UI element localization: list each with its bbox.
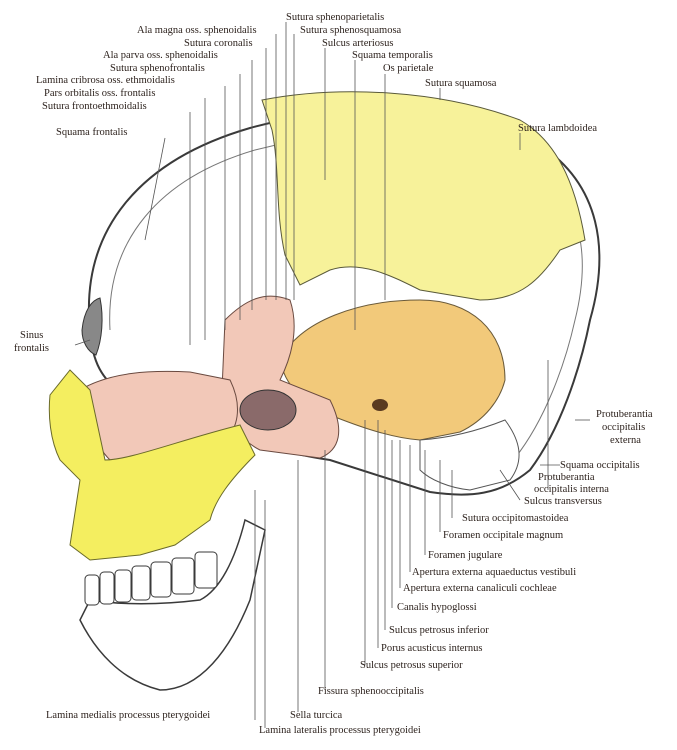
label-sutura-frontoethmoidalis: Sutura frontoethmoidalis <box>42 101 147 112</box>
label-sutura-occipitomastoidea: Sutura occipitomastoidea <box>462 513 569 524</box>
label-apertura-canaliculi: Apertura externa canaliculi cochleae <box>403 583 557 594</box>
label-os-parietale: Os parietale <box>383 63 434 74</box>
label-pars-orbitalis: Pars orbitalis oss. frontalis <box>44 88 155 99</box>
label-sella-turcica: Sella turcica <box>290 710 343 721</box>
label-foramen-jugulare: Foramen jugulare <box>428 550 503 561</box>
label-protuberantia-ext-2: occipitalis <box>602 422 645 433</box>
porus-acusticus-shape <box>372 399 388 411</box>
label-sutura-sphenofrontalis: Sutura sphenofrontalis <box>110 63 205 74</box>
facial-bones-region <box>48 369 256 561</box>
label-protuberantia-ext-3: externa <box>610 435 641 446</box>
labels: Sutura sphenoparietalis Ala magna oss. s… <box>14 12 653 736</box>
leader-lines <box>74 22 590 728</box>
label-sutura-sphenosquamosa: Sutura sphenosquamosa <box>300 25 402 36</box>
label-sutura-sphenoparietalis: Sutura sphenoparietalis <box>286 12 384 23</box>
label-canalis-hypoglossi: Canalis hypoglossi <box>397 602 477 613</box>
label-sutura-squamosa: Sutura squamosa <box>425 78 497 89</box>
label-squama-temporalis: Squama temporalis <box>352 50 433 61</box>
os-parietale-region <box>261 91 586 301</box>
label-frontalis: frontalis <box>14 343 49 354</box>
label-squama-frontalis: Squama frontalis <box>56 127 127 138</box>
label-sutura-coronalis: Sutura coronalis <box>184 38 253 49</box>
label-sutura-lambdoidea: Sutura lambdoidea <box>518 123 597 134</box>
label-foramen-occipitale: Foramen occipitale magnum <box>443 530 563 541</box>
label-fissura-spheno: Fissura sphenooccipitalis <box>318 686 424 697</box>
label-sulcus-petrosus-sup: Sulcus petrosus superior <box>360 660 463 671</box>
label-lamina-lateralis: Lamina lateralis processus pterygoidei <box>259 725 421 736</box>
sinus-frontalis-shape <box>81 297 103 356</box>
label-sulcus-transversus: Sulcus transversus <box>524 496 602 507</box>
label-protuberantia-ext-1: Protuberantia <box>596 409 653 420</box>
label-sulcus-petrosus-inf: Sulcus petrosus inferior <box>389 625 489 636</box>
label-squama-occipitalis: Squama occipitalis <box>560 460 640 471</box>
label-porus-acusticus: Porus acusticus internus <box>381 643 483 654</box>
label-lamina-cribrosa: Lamina cribrosa oss. ethmoidalis <box>36 75 175 86</box>
label-sulcus-arteriosus: Sulcus arteriosus <box>322 38 393 49</box>
label-ala-magna: Ala magna oss. sphenoidalis <box>137 25 257 36</box>
label-protuberantia-int-1: Protuberantia <box>538 472 595 483</box>
mandible <box>79 518 266 691</box>
label-apertura-aquaeductus: Apertura externa aquaeductus vestibuli <box>412 567 576 578</box>
label-lamina-medialis: Lamina medialis processus pterygoidei <box>46 710 210 721</box>
sella-turcica-shape <box>239 389 297 431</box>
teeth <box>84 551 218 606</box>
label-protuberantia-int-2: occipitalis interna <box>534 484 609 495</box>
label-ala-parva: Ala parva oss. sphenoidalis <box>103 50 218 61</box>
label-sinus: Sinus <box>20 330 43 341</box>
